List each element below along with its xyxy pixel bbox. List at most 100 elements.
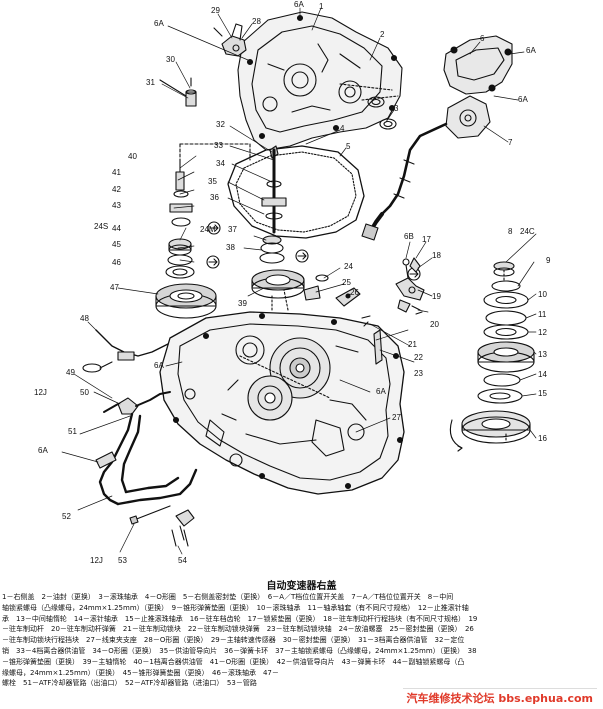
- callout-13: 13: [538, 350, 547, 359]
- legend-line: 销 33－4档离合器供油管 34－O形圈（更换） 35－供油管导向片 36－弹簧…: [2, 646, 477, 655]
- callout-25: 25: [342, 278, 351, 287]
- callout-38: 38: [226, 243, 235, 252]
- ball-bearing: [379, 118, 397, 130]
- callout-12j: 12J: [34, 388, 47, 397]
- exploded-diagram: 6A 29 28 1 6A 2 6 6A 30 31 6A 3 7 32 4 3…: [34, 0, 551, 565]
- callout-24: 24: [344, 262, 353, 271]
- park-lever-assembly: [395, 257, 425, 315]
- callout-26: 26: [350, 288, 359, 297]
- callout-21: 21: [408, 340, 417, 349]
- callout-39: 39: [238, 299, 247, 308]
- legend-line: 轴锁紧螺母（凸缘螺母，24mm×1.25mm）（更换） 9－锥形弹簧垫圈（更换）…: [2, 603, 469, 612]
- cover-gasket: [227, 145, 365, 239]
- callout-32: 32: [216, 120, 225, 129]
- legend-line: －驻车制动锁块行程挡块 27－线束夹支座 28－O形圈（更换） 29－主轴转速传…: [2, 636, 465, 645]
- callout-3: 3: [394, 104, 399, 113]
- callout-17: 17: [422, 235, 431, 244]
- callout-52: 52: [62, 512, 71, 521]
- callout-6a: 6A: [154, 361, 164, 370]
- legend-line: 1－右侧盖 2－油封（更换） 3－滚珠轴承 4－O形圈 5－右侧盖密封垫（更换）…: [2, 593, 454, 601]
- callout-6a: 6A: [38, 446, 48, 455]
- callout-31: 31: [146, 78, 155, 87]
- callout-23: 23: [414, 369, 423, 378]
- callout-41: 41: [112, 168, 121, 177]
- fourth-clutch-feed-pipe: [261, 148, 287, 234]
- mainshaft-idler-gear: [251, 269, 305, 299]
- atf-cooler-lines: [95, 391, 198, 547]
- callout-7: 7: [508, 138, 513, 147]
- first-clutch-feed-pipe: [169, 143, 251, 227]
- callout-10: 10: [538, 290, 547, 299]
- callout-8: 8: [508, 227, 513, 236]
- dipstick: [82, 329, 169, 373]
- callout-6a: 6A: [154, 19, 164, 28]
- legend-line: 承 13－中间轴惰轮 14－滚针轴承 15－止推滚珠轴承 16－驻车档齿轮 17…: [2, 614, 478, 623]
- callout-12: 12: [538, 328, 547, 337]
- callout-36: 36: [210, 193, 219, 202]
- legend-line: －驻车制动杆 20－驻车制动杆弹簧 21－驻车制动锁块 22－驻车制动锁块弹簧 …: [2, 625, 474, 634]
- callout-6a: 6A: [526, 46, 536, 55]
- callout-48: 48: [80, 314, 89, 323]
- oil-seal: [367, 96, 385, 108]
- right-side-cover: [237, 11, 403, 151]
- callout-2: 2: [380, 30, 385, 39]
- drain-plug: [303, 274, 329, 301]
- at-position-switch-cover: [443, 35, 513, 95]
- callout-30: 30: [166, 55, 175, 64]
- callout-29: 29: [211, 6, 220, 15]
- callout-16: 16: [538, 434, 547, 443]
- callout-4: 4: [340, 124, 345, 133]
- callout-24s: 24S: [94, 222, 109, 231]
- callout-18: 18: [432, 251, 441, 260]
- callout-24c: 24C: [520, 227, 535, 236]
- callout-44: 44: [112, 224, 121, 233]
- callout-20: 20: [430, 320, 439, 329]
- forum-watermark: 汽车维修技术论坛 bbs.ephua.com: [402, 688, 597, 707]
- diagram-drawing: [61, 7, 537, 555]
- mainshaft-nut-stack: [259, 235, 285, 264]
- mainshaft-speed-sensor: [213, 23, 247, 57]
- callout-54: 54: [178, 556, 187, 565]
- countershaft-idler-gear: [155, 283, 217, 319]
- callout-19: 19: [432, 292, 441, 301]
- callout-9: 9: [546, 256, 551, 265]
- callout-24m: 24M: [200, 225, 216, 234]
- callout-46: 46: [112, 258, 121, 267]
- callout-47: 47: [110, 283, 119, 292]
- parts-legend: 1－右侧盖 2－油封（更换） 3－滚珠轴承 4－O形圈 5－右侧盖密封垫（更换）…: [2, 592, 600, 707]
- park-gear-stack: [461, 261, 535, 444]
- callout-49: 49: [66, 368, 75, 377]
- callout-1: 1: [319, 2, 324, 11]
- callout-45: 45: [112, 240, 121, 249]
- callout-6a: 6A: [376, 387, 386, 396]
- circle-arrow-icon: [206, 221, 421, 281]
- countershaft-nut-stack: [165, 238, 195, 279]
- figure-caption: 自动变速器右盖: [266, 581, 337, 592]
- callout-11: 11: [538, 310, 547, 319]
- callout-5: 5: [346, 142, 351, 151]
- leader-lines: [61, 7, 537, 555]
- callout-12j: 12J: [90, 556, 103, 565]
- legend-line: 螺栓 51－ATF冷却器管路（出油口） 52－ATF冷却器管路（进油口） 53－…: [2, 679, 257, 688]
- callout-40: 40: [128, 152, 137, 161]
- callout-43: 43: [112, 201, 121, 210]
- callout-53: 53: [118, 556, 127, 565]
- callout-6b: 6B: [404, 232, 414, 241]
- rotation-arrow-icon: [449, 419, 463, 452]
- transmission-housing: [159, 289, 405, 495]
- callout-28: 28: [252, 17, 261, 26]
- callout-22: 22: [414, 353, 423, 362]
- callout-6: 6: [480, 34, 485, 43]
- callout-6a: 6A: [294, 0, 304, 9]
- callout-15: 15: [538, 389, 547, 398]
- callout-42: 42: [112, 185, 121, 194]
- callout-34: 34: [216, 159, 225, 168]
- callout-50: 50: [80, 388, 89, 397]
- callout-37: 37: [228, 225, 237, 234]
- third-clutch-feed-pipe: [159, 77, 197, 107]
- callout-14: 14: [538, 370, 547, 379]
- callout-27: 27: [392, 413, 401, 422]
- callout-35: 35: [208, 177, 217, 186]
- legend-line: －锥形弹簧垫圈（更换） 39－主轴惰轮 40－1档离合器供油管 41－O形圈（更…: [2, 657, 465, 666]
- callout-51: 51: [68, 427, 77, 436]
